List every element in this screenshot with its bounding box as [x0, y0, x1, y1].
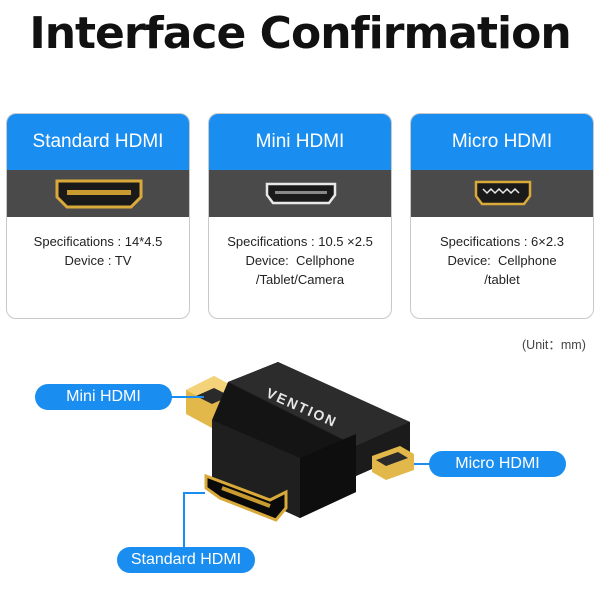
spec-text: Specifications : 10.5 ×2.5	[227, 234, 373, 249]
card-port-area	[7, 170, 189, 217]
card-title: Micro HDMI	[411, 114, 593, 170]
device-text: /Tablet/Camera	[255, 272, 345, 287]
label-mini-hdmi: Mini HDMI	[35, 384, 172, 410]
page-title: Interface Confirmation	[29, 8, 571, 59]
spec-text: Specifications : 6×2.3	[440, 234, 564, 249]
mini-hdmi-port-icon	[265, 182, 337, 205]
card-micro-hdmi: Micro HDMI Specifications : 6×2.3 Device…	[410, 113, 594, 319]
callout-line-micro	[414, 463, 432, 465]
label-standard-hdmi: Standard HDMI	[117, 547, 255, 573]
device-text: Device: Cellphone	[245, 253, 355, 268]
label-micro-hdmi: Micro HDMI	[429, 451, 566, 477]
card-port-area	[411, 170, 593, 217]
spec-text: Specifications : 14*4.5	[33, 234, 163, 249]
card-standard-hdmi: Standard HDMI Specifications : 14*4.5 De…	[6, 113, 190, 319]
callout-line-mini	[170, 396, 204, 398]
card-mini-hdmi: Mini HDMI Specifications : 10.5 ×2.5 Dev…	[208, 113, 392, 319]
device-text: Device: Cellphone	[447, 253, 557, 268]
card-title: Standard HDMI	[7, 114, 189, 170]
standard-hdmi-port-icon	[55, 179, 143, 209]
card-specs: Specifications : 10.5 ×2.5 Device: Cellp…	[209, 217, 391, 289]
card-title: Mini HDMI	[209, 114, 391, 170]
hdmi-adapter-image: VENTION	[186, 362, 414, 522]
card-port-area	[209, 170, 391, 217]
card-specs: Specifications : 6×2.3 Device: Cellphone…	[411, 217, 593, 289]
device-text: /tablet	[484, 272, 520, 287]
device-text: Device : TV	[64, 253, 132, 268]
callout-line-standard	[183, 492, 185, 548]
micro-hdmi-port-icon	[474, 180, 532, 206]
card-specs: Specifications : 14*4.5 Device : TV	[7, 217, 189, 270]
callout-line-standard-h	[183, 492, 205, 494]
unit-note: (Unit：mm)	[522, 338, 586, 352]
